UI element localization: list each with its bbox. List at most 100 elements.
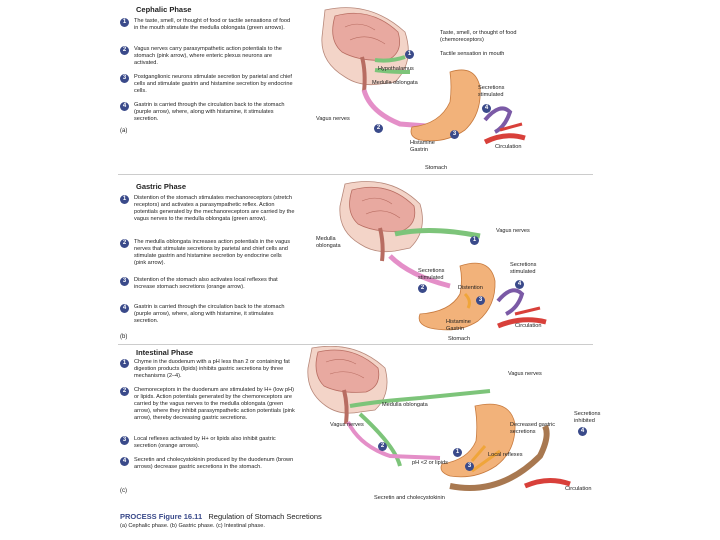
brainstem [378,227,385,262]
gastric-step-4: 4 Gastrin is carried through the circula… [120,304,295,325]
step-number-badge: 4 [120,457,129,466]
panel-label-a: (a) [120,128,128,134]
blood-vessel [524,478,571,489]
caption-prefix: PROCESS Figure 16.11 [120,512,203,521]
step-number-badge: 2 [120,239,129,248]
gastric-illustration [339,181,547,331]
figure-step-badge: 1 [453,448,462,457]
pink-arrow [361,89,441,130]
step-number-badge: 1 [120,18,129,27]
stomach-icon [418,262,496,331]
brainstem [342,389,349,425]
brainstem [360,56,367,93]
label-hypothalamus: Hypothalamus [378,66,414,72]
step-text: Vagus nerves carry parasympathetic actio… [134,46,282,66]
cephalic-illustration [321,7,526,145]
caption-title: Regulation of Stomach Secretions [208,512,322,521]
step-text: Chyme in the duodenum with a pH less tha… [134,359,290,379]
label-tactile: Tactile sensation in mouth [440,51,505,57]
step-text: Distention of the stomach stimulates mec… [134,195,295,222]
step-text: Gastrin is carried through the circulati… [134,304,285,324]
step-number-badge: 4 [120,102,129,111]
green-arrow [374,55,406,63]
intestinal-title: Intestinal Phase [136,348,194,357]
label-vagus-left: Vagus nerves [330,422,364,428]
cephalic-title: Cephalic Phase [136,5,192,14]
divider [118,174,593,175]
step-number-badge: 2 [120,46,129,55]
stomach-icon [440,403,516,478]
label-decreased: Decreased gastric secretions [510,422,556,435]
label-secretions-left: Secretions stimulated [418,268,445,281]
step-number-badge: 1 [120,195,129,204]
gastric-title: Gastric Phase [136,182,187,191]
step-text: The medulla oblongata increases action p… [134,239,291,266]
brown-arrow [449,424,550,491]
step-number-badge: 3 [120,436,129,445]
intestinal-step-3: 3 Local reflexes activated by H+ or lipi… [120,436,295,450]
brain-icon [315,349,380,393]
intestinal-step-2: 2 Chemoreceptors in the duodenum are sti… [120,387,295,422]
label-secretions-inhibited: Secretions inhibited [574,411,601,424]
step-text: The taste, smell, or thought of food or … [134,18,291,31]
purple-arrow [496,288,525,316]
step-number-badge: 3 [120,277,129,286]
intestinal-illustration [307,346,571,491]
step-number-badge: 3 [120,74,129,83]
label-gastrin: Gastrin [446,326,465,332]
intestinal-step-4: 4 Secretin and cholecystokinin produced … [120,457,295,471]
label-histamine: Histamine [410,140,435,146]
label-gastrin: Gastrin [410,147,429,153]
step-text: Distention of the stomach also activates… [134,277,278,290]
cephalic-step-4: 4 Gastrin is carried through the circula… [120,102,295,123]
figure-step-badge: 4 [515,280,524,289]
gastric-step-2: 2 The medulla oblongata increases action… [120,239,295,267]
gastric-panel: Gastric Phase 1 Distention of the stomac… [0,176,720,344]
label-distention: Distention [458,285,483,291]
label-local-reflexes: Local reflexes [488,452,523,458]
step-text: Local reflexes activated by H+ or lipids… [134,436,276,449]
label-histamine: Histamine [446,319,471,325]
figure-step-badge: 3 [465,462,474,471]
purple-arrow [483,106,513,134]
step-number-badge: 4 [120,304,129,313]
intestinal-panel: Intestinal Phase 1 Chyme in the duodenum… [0,346,720,506]
figure-step-badge: 1 [405,50,414,59]
cephalic-step-1: 1 The taste, smell, or thought of food o… [120,18,295,32]
label-vagus: Vagus nerves [316,116,350,122]
figure-step-badge: 2 [418,284,427,293]
orange-arrow [463,292,471,309]
step-number-badge: 1 [120,359,129,368]
orange-arrow [470,445,501,473]
label-circulation: Circulation [565,486,592,492]
step-number-badge: 2 [120,387,129,396]
figure-step-badge: 1 [470,236,479,245]
figure-caption: PROCESS Figure 16.11 Regulation of Stoma… [120,512,480,529]
cephalic-panel: Cephalic Phase 1 The taste, smell, or th… [0,0,720,180]
panel-label-b: (b) [120,334,128,340]
label-circulation: Circulation [515,323,542,329]
step-text: Secretin and cholecystokinin produced by… [134,457,294,470]
label-medulla: Medulla oblongata [382,402,428,408]
blood-vessel [497,317,547,329]
green-arrow [394,227,481,239]
gastric-step-1: 1 Distention of the stomach stimulates m… [120,195,295,223]
pink-arrow [388,254,451,289]
cephalic-step-2: 2 Vagus nerves carry parasympathetic act… [120,46,295,67]
label-medulla: Medulla oblongata [316,236,341,249]
intestinal-step-1: 1 Chyme in the duodenum with a pH less t… [120,359,295,380]
cephalic-step-3: 3 Postganglionic neurons stimulate secre… [120,74,295,95]
green-arrow [349,389,491,408]
label-taste: Taste, smell, or thought of food (chemor… [440,30,517,43]
label-medulla: Medulla oblongata [372,80,418,86]
figure-step-badge: 2 [378,442,387,451]
step-text: Postganglionic neurons stimulate secreti… [134,74,293,94]
panel-label-c: (c) [120,488,127,494]
label-secretions: Secretions stimulated [478,85,505,98]
figure-step-badge: 3 [476,296,485,305]
label-secretin: Secretin and cholecystokinin [374,495,445,501]
label-ph-lipids: pH <2 or lipids [412,460,448,466]
label-circulation: Circulation [495,144,522,150]
figure-step-badge: 2 [374,124,383,133]
pink-arrow [346,421,441,460]
